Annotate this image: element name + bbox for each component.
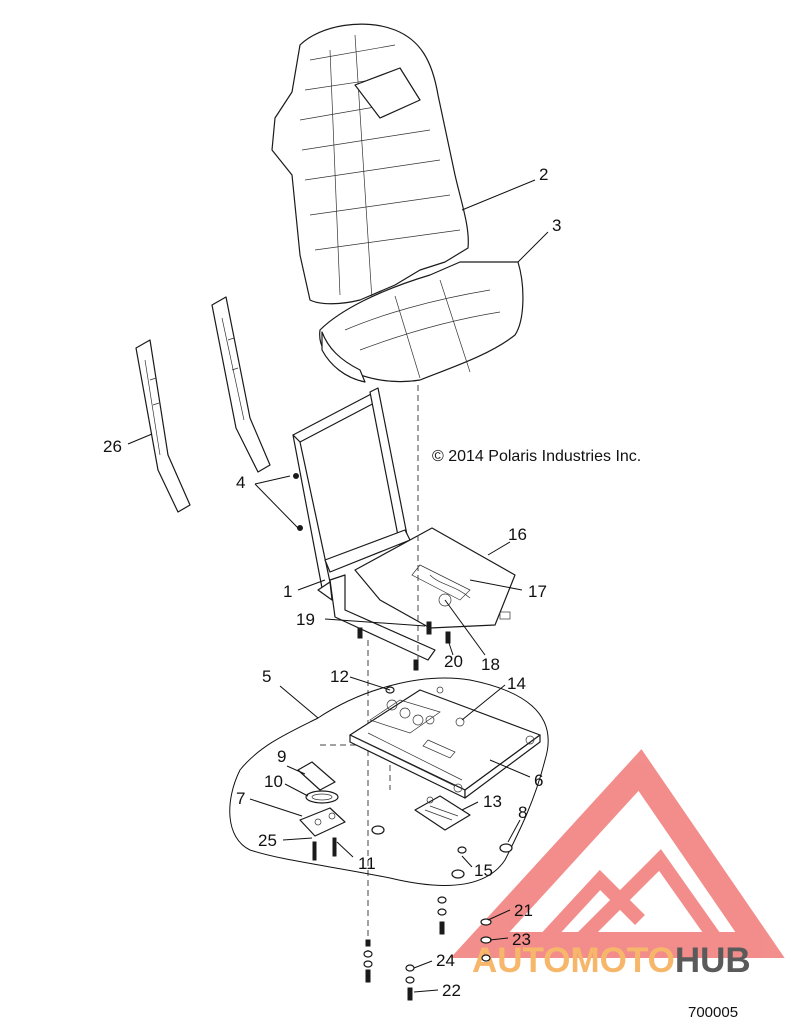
callout-10: 10 [264,772,283,791]
callout-2: 2 [539,165,548,184]
seat-frame [292,387,436,661]
hardware-stacks [363,896,492,1001]
base-plate [354,527,516,629]
callout-14: 14 [507,674,526,693]
seat-slider [349,689,541,799]
figure-number: 700005 [688,1004,738,1021]
seat-backrest [271,23,469,305]
callout-13: 13 [483,792,502,811]
callout-26: 26 [103,437,122,456]
callout-21: 21 [514,901,533,920]
callout-1: 1 [283,582,292,601]
callout-17: 17 [528,582,547,601]
leader-lines [127,179,549,993]
callout-8: 8 [518,803,527,822]
callout-25: 25 [258,831,277,850]
callout-4: 4 [236,473,245,492]
callout-6: 6 [534,771,543,790]
handle-parts [297,761,346,861]
callout-19: 19 [296,610,315,629]
callout-22: 22 [442,981,461,1000]
seat-assembly [271,23,524,383]
bracket-13 [414,795,471,831]
copyright-notice: © 2014 Polaris Industries Inc. [432,448,641,465]
callout-24: 24 [436,951,455,970]
watermark-text: AUTOMOTOHUB [472,941,751,980]
watermark-logo [450,749,785,958]
callout-labels: 2 3 26 4 1 16 17 19 20 18 12 14 5 6 9 10… [103,165,561,1000]
callout-18: 18 [481,655,500,674]
callout-15: 15 [474,861,493,880]
callout-5: 5 [262,667,271,686]
callout-7: 7 [236,789,245,808]
callout-23: 23 [512,930,531,949]
callout-20: 20 [444,652,463,671]
side-panel-pair [135,296,271,513]
fasteners-upper [357,621,451,671]
callout-12: 12 [330,667,349,686]
callout-16: 16 [508,525,527,544]
detail-outline [229,677,549,886]
callout-11: 11 [358,854,376,873]
callout-9: 9 [277,747,286,766]
nuts [371,686,513,879]
callout-3: 3 [552,216,561,235]
